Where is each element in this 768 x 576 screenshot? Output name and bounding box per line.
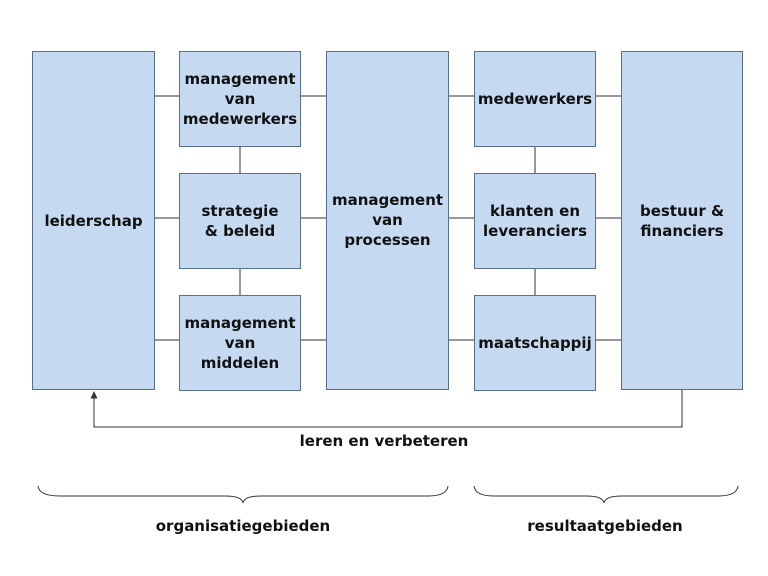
box-maatschappij-label: maatschappij — [478, 334, 592, 352]
feedback-label: leren en verbeteren — [299, 432, 469, 450]
box-klanten-leveranciers: klanten en leveranciers — [474, 173, 596, 269]
box-klanten-leveranciers-label: klanten en leveranciers — [483, 202, 587, 240]
box-management-van-medewerkers-label: management van medewerkers — [182, 70, 298, 128]
group-label-resultaatgebieden: resultaatgebieden — [527, 517, 683, 535]
box-medewerkers-label: medewerkers — [477, 90, 593, 108]
feedback-arrow-head — [90, 391, 98, 399]
box-bestuur-financiers: bestuur & financiers — [621, 51, 743, 390]
group-label-organisatiegebieden: organisatiegebieden — [155, 517, 331, 535]
box-management-van-middelen: management van middelen — [179, 295, 301, 391]
box-maatschappij: maatschappij — [474, 295, 596, 391]
box-medewerkers: medewerkers — [474, 51, 596, 147]
box-management-van-processen-label: management van processen — [331, 191, 444, 249]
box-strategie-beleid-label: strategie & beleid — [201, 202, 279, 240]
box-bestuur-financiers-label: bestuur & financiers — [639, 201, 725, 240]
box-management-van-middelen-label: management van middelen — [184, 314, 296, 372]
feedback-loop-line — [93, 390, 683, 428]
left-brace — [37, 485, 449, 504]
box-strategie-beleid: strategie & beleid — [179, 173, 301, 269]
box-leiderschap-label: leiderschap — [44, 211, 143, 230]
box-management-van-processen: management van processen — [326, 51, 449, 390]
box-leiderschap: leiderschap — [32, 51, 155, 390]
right-brace — [473, 485, 739, 504]
box-management-van-medewerkers: management van medewerkers — [179, 51, 301, 147]
